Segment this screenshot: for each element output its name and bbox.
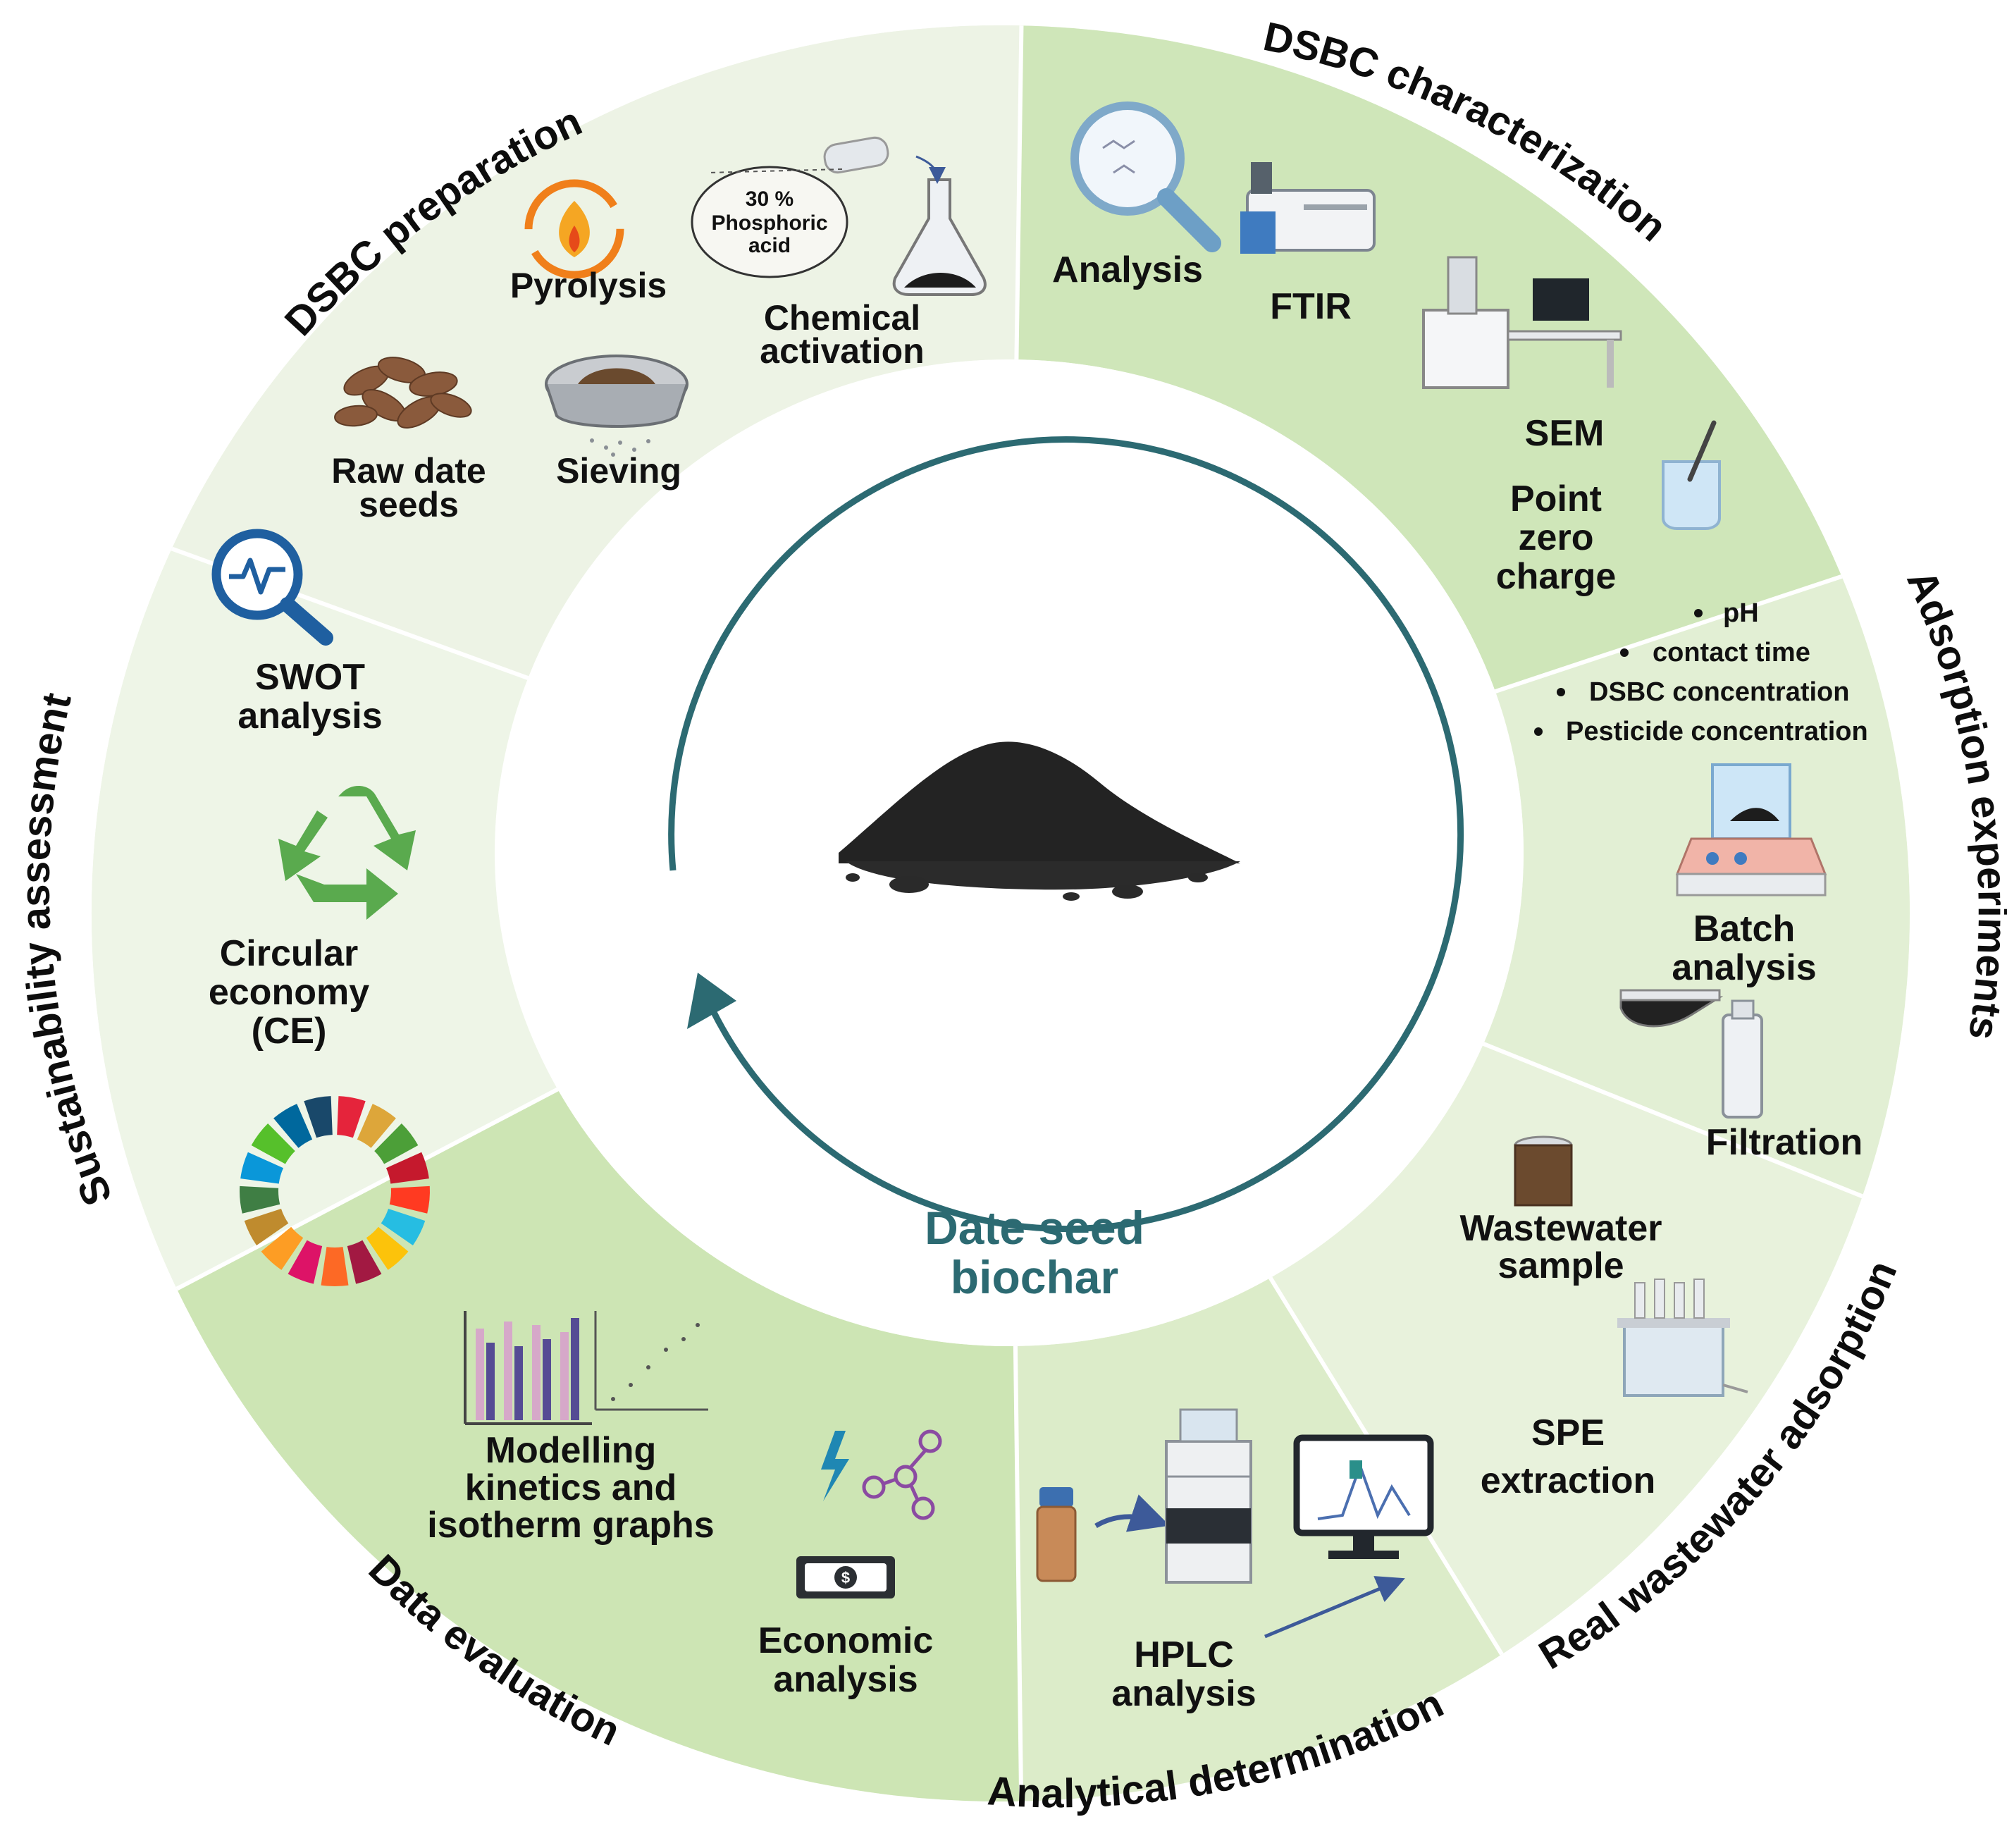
scatter-plot-icon bbox=[594, 1311, 708, 1411]
filtration-icon bbox=[1619, 989, 1763, 1119]
label-ce-2: economy bbox=[209, 972, 369, 1013]
recycle-icon bbox=[278, 785, 416, 920]
flask-icon bbox=[708, 136, 987, 296]
biochar-pile-icon bbox=[839, 741, 1240, 901]
label-sieving: Sieving bbox=[556, 451, 681, 491]
center-title-line2: biochar bbox=[951, 1251, 1118, 1303]
lightning-icon bbox=[821, 1431, 849, 1501]
bar-chart-icon bbox=[464, 1311, 592, 1425]
label-spe-1: SPE bbox=[1531, 1412, 1605, 1453]
svg-text:$: $ bbox=[841, 1569, 850, 1587]
param-item: pH bbox=[1723, 598, 1759, 628]
label-ce-1: Circular bbox=[220, 933, 359, 974]
sdg-segment bbox=[357, 1104, 396, 1148]
sdg-segment bbox=[366, 1226, 409, 1270]
title-adsorption: Adsorption experiments bbox=[1898, 563, 2007, 1042]
label-batch-2: analysis bbox=[1672, 947, 1816, 988]
label-model-3: isotherm graphs bbox=[427, 1505, 714, 1546]
phosphoric-acid-bubble: 30 % Phosphoric acid bbox=[691, 166, 848, 278]
label-ftir: FTIR bbox=[1270, 286, 1352, 327]
magnifier-icon bbox=[1070, 101, 1221, 252]
sdg-segment bbox=[240, 1152, 284, 1184]
label-pzc-1: Point bbox=[1510, 479, 1602, 519]
molecule-icon bbox=[862, 1429, 942, 1520]
label-wastewater-1: Wastewater bbox=[1459, 1208, 1662, 1249]
monitor-icon bbox=[1293, 1434, 1434, 1559]
param-item: DSBC concentration bbox=[1589, 677, 1849, 707]
label-hplc-2: analysis bbox=[1111, 1673, 1256, 1714]
ftir-icon bbox=[1240, 162, 1376, 254]
sdg-segment bbox=[389, 1185, 430, 1214]
label-chemical-2: activation bbox=[760, 331, 924, 371]
wastewater-jar-icon bbox=[1514, 1135, 1573, 1207]
label-batch-1: Batch bbox=[1693, 908, 1795, 949]
sdg-segment bbox=[321, 1247, 349, 1286]
label-analysis: Analysis bbox=[1052, 250, 1203, 290]
label-phosphoric-3: acid bbox=[748, 234, 791, 257]
label-model-2: kinetics and bbox=[465, 1467, 677, 1508]
label-spe-2: extraction bbox=[1481, 1460, 1656, 1501]
label-hplc-1: HPLC bbox=[1134, 1634, 1234, 1675]
sdg-segment bbox=[288, 1240, 323, 1284]
label-swot-2: analysis bbox=[237, 696, 382, 737]
label-phosphoric-2: Phosphoric bbox=[711, 211, 827, 235]
param-item: contact time bbox=[1653, 638, 1810, 667]
sdg-segment bbox=[304, 1096, 333, 1138]
label-econ-1: Economic bbox=[758, 1620, 934, 1661]
label-raw-1: Raw date bbox=[331, 451, 486, 491]
vial-icon bbox=[1036, 1487, 1077, 1582]
spe-manifold-icon bbox=[1617, 1279, 1748, 1397]
sdg-segment bbox=[347, 1240, 382, 1284]
stirrer-icon bbox=[1675, 763, 1827, 897]
label-wastewater-2: sample bbox=[1497, 1245, 1624, 1286]
label-raw-2: seeds bbox=[359, 485, 459, 524]
label-pzc-2: zero bbox=[1519, 517, 1594, 558]
label-pyrolysis: Pyrolysis bbox=[510, 266, 667, 305]
sdg-segment bbox=[261, 1226, 304, 1270]
label-chemical-1: Chemical bbox=[764, 298, 920, 338]
label-model-1: Modelling bbox=[486, 1430, 657, 1471]
label-pzc-3: charge bbox=[1496, 556, 1617, 597]
sdg-segment bbox=[337, 1096, 366, 1138]
sdg-segment bbox=[381, 1208, 426, 1245]
sdg-segment bbox=[240, 1185, 280, 1214]
fire-icon bbox=[524, 179, 624, 279]
sdg-segment bbox=[374, 1123, 419, 1164]
sdg-segment bbox=[251, 1123, 295, 1164]
label-sem: SEM bbox=[1525, 413, 1605, 454]
label-econ-2: analysis bbox=[773, 1659, 918, 1700]
sdg-wheel-icon bbox=[240, 1096, 430, 1286]
flow-arrow bbox=[1264, 1576, 1405, 1639]
hplc-icon bbox=[1165, 1408, 1252, 1584]
label-ce-3: (CE) bbox=[252, 1011, 327, 1052]
sem-icon bbox=[1422, 256, 1622, 389]
cycle-arrow bbox=[668, 436, 1464, 1233]
sdg-segment bbox=[273, 1104, 313, 1148]
date-seeds-icon bbox=[334, 357, 472, 429]
parameter-list: pH contact time DSBC concentration Pesti… bbox=[1534, 598, 1868, 746]
label-filtration: Filtration bbox=[1706, 1122, 1863, 1163]
center-title-line1: Date seed bbox=[925, 1202, 1144, 1254]
sdg-segment bbox=[244, 1208, 289, 1245]
sieve-icon bbox=[545, 355, 688, 457]
param-item: Pesticide concentration bbox=[1566, 717, 1868, 746]
swot-magnifier-icon bbox=[211, 529, 333, 646]
beaker-icon bbox=[1662, 420, 1721, 530]
sdg-segment bbox=[385, 1152, 429, 1184]
label-swot-1: SWOT bbox=[255, 657, 365, 698]
money-icon: $ bbox=[796, 1556, 895, 1598]
flow-arrow bbox=[1094, 1494, 1170, 1532]
label-phosphoric-1: 30 % bbox=[746, 187, 793, 211]
